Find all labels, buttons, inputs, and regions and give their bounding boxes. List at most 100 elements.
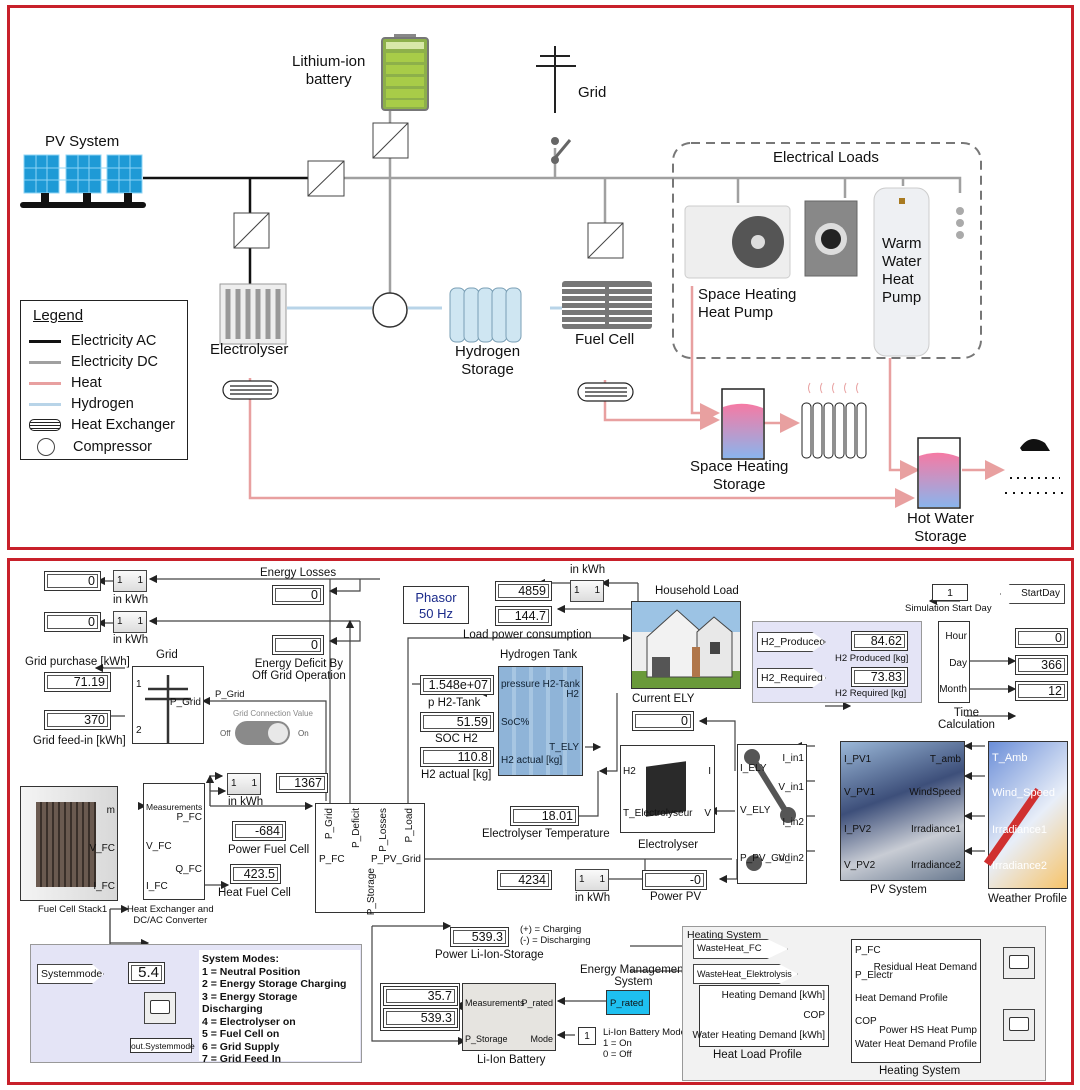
hydrogen-tank-block[interactable]: pressure H2-Tank SoC% H2 actual [kg] H2 … (498, 666, 583, 776)
start-day-goto-tag[interactable]: StartDay (1000, 584, 1065, 604)
load-power-label: Load power consumption (463, 629, 592, 641)
systemmode-from-tag[interactable]: Systemmode (37, 964, 104, 984)
li-ion-power-value: 539.3 (383, 1008, 458, 1028)
battery-icon (381, 34, 429, 111)
pv-system-label: PV System (45, 133, 120, 150)
electrolyser-temperature-label: Electrolyser Temperature (482, 828, 610, 840)
compressor-icon (372, 292, 408, 328)
battery-mode-constant[interactable]: 1 (578, 1027, 596, 1045)
ac-line (143, 176, 310, 298)
heat-load-profile-block[interactable]: Heating Demand [kWh] COP Water Heating D… (693, 985, 829, 1047)
load-energy-display: 4859 (495, 581, 552, 601)
grid-switch-title: Grid Connection Value (233, 709, 313, 718)
electrical-loads-box (672, 142, 982, 359)
month-display: 12 (1015, 681, 1068, 701)
hour-display: 0 (1015, 628, 1068, 648)
start-day-label: Simulation Start Day (905, 603, 992, 614)
switch-icon (744, 749, 796, 871)
h2-produced-tag[interactable]: H2_Produced (757, 632, 826, 652)
heat-line-electrolyser (248, 378, 915, 508)
fuel-cell-stack-block[interactable]: m V_FC I_FC (20, 786, 118, 901)
weather-profile-title: Weather Profile (988, 893, 1068, 905)
h2-required-display: 73.83 (851, 667, 908, 687)
heat-load-profile-title: Heat Load Profile (713, 1049, 802, 1061)
electrolyser-block[interactable]: H2 T_Electrolyseur I V (620, 745, 715, 833)
grid-purchase-display: 71.19 (44, 672, 111, 692)
ems-p-rated-block[interactable]: P_rated (606, 990, 650, 1015)
power-pv-display: -0 (642, 870, 707, 890)
gain-label: in kWh (575, 892, 611, 904)
space-heating-tank-icon (721, 388, 765, 460)
multiport-switch-block[interactable]: I_ELY V_ELY P_PV_Grid I_in1 V_in1 I_in2 … (737, 744, 807, 884)
warm-water-heat-pump-icon (873, 187, 930, 357)
li-ion-battery-title: Li-Ion Battery (477, 1054, 546, 1066)
systemmode-scope[interactable] (144, 992, 176, 1024)
energy-balance-block[interactable]: P_Grid P_Deficit P_Losses P_Load P_FC P_… (315, 803, 425, 915)
grid-block[interactable]: 1 2 P_Grid (132, 666, 204, 744)
energy-deficit-kwh-display: 0 (44, 612, 101, 632)
heating-system-block[interactable]: P_FC P_Electr Heat Demand Profile COP Wa… (851, 939, 981, 1063)
household-load-block[interactable] (631, 601, 741, 689)
household-load-title: Household Load (655, 585, 739, 597)
h2-required-label: H2 Required [kg] (835, 688, 907, 699)
electrolyser-icon (219, 283, 287, 345)
fuel-cell-label: Fuel Cell (575, 331, 635, 348)
weather-profile-block[interactable]: T_Amb Wind_Speed Irradiance1 Irradiance2 (983, 741, 1068, 889)
pv-system-block[interactable]: I_PV1 V_PV1 I_PV2 V_PV2 T_amb WindSpeed … (840, 741, 965, 881)
gain-label: in kWh (113, 594, 149, 606)
h2-tank-pressure-display: 1.548e+07 (420, 675, 494, 695)
h2-required-tag[interactable]: H2_Required (757, 668, 826, 688)
energy-losses-display: 0 (272, 585, 324, 605)
legend-title: Legend (33, 307, 84, 324)
systemmode-to-workspace[interactable]: out.Systemmode (130, 1038, 195, 1053)
grid-pole-icon (536, 46, 576, 164)
grid-connection-toggle[interactable] (235, 721, 290, 745)
h2-soc-display: 51.59 (420, 712, 494, 732)
heat-exchanger-icon (29, 419, 61, 431)
hx-converter-block[interactable]: Measurements V_FC I_FC P_FC Q_FC (143, 783, 205, 900)
heat-fuel-cell-label: Heat Fuel Cell (218, 887, 291, 899)
heat-exchanger-icon (222, 380, 634, 402)
h2-tank-pressure-label: p H2-Tank (428, 697, 481, 709)
h2-soc-label: SOC H2 (435, 733, 478, 745)
load-kwh-gain-label: in kWh (570, 564, 606, 576)
legend-item-compressor: Compressor (29, 438, 152, 456)
hydrogen-bottles-icon (449, 287, 522, 343)
electrolyser-title: Electrolyser (638, 839, 699, 851)
gain-label: in kWh (228, 796, 264, 808)
fuel-cell-energy-display: 1367 (276, 773, 328, 793)
wasteheat-fc-tag[interactable]: WasteHeat_FC (693, 939, 788, 959)
li-ion-battery-block[interactable]: Measurements P_rated P_Storage Mode (462, 983, 556, 1051)
radiator-icon (801, 382, 867, 459)
system-modes-note: System Modes: 1 = Neutral Position 2 = E… (199, 950, 360, 1065)
time-calculation-block[interactable]: Hour Day Month (938, 621, 970, 703)
converter-icon (233, 122, 624, 259)
residual-heat-scope[interactable] (1003, 947, 1035, 979)
start-day-constant[interactable]: 1 (932, 584, 968, 601)
current-ely-label: Current ELY (632, 693, 695, 705)
power-li-ion-label: Power Li-Ion-Storage (435, 949, 544, 961)
system-modes-area: Systemmode 5.4 out.Systemmode System Mod… (30, 944, 362, 1065)
legend-item-heat: Heat (29, 375, 102, 391)
compressor-icon (37, 438, 55, 456)
electrolyser-label: Electrolyser (210, 341, 289, 358)
grid-label: Grid (578, 84, 607, 101)
legend-item-ac: Electricity AC (29, 333, 156, 349)
hydrogen-tank-title: Hydrogen Tank (500, 649, 578, 661)
heat-fuel-cell-display: 423.5 (230, 864, 281, 884)
grid-purchase-label: Grid purchase [kWh] (25, 656, 130, 668)
heat-pump-power-scope[interactable] (1003, 1009, 1035, 1041)
grid-block-title: Grid (156, 649, 178, 661)
wasteheat-electrolysis-tag[interactable]: WasteHeat_Elektrolysis (693, 964, 798, 984)
